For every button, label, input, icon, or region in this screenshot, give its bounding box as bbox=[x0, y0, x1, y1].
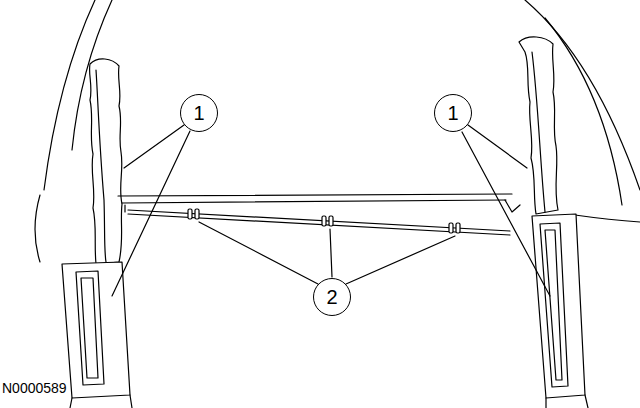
callout-circle: 1 bbox=[180, 94, 218, 132]
callout-number: 1 bbox=[193, 103, 204, 123]
figure-code: N0000589 bbox=[2, 380, 67, 396]
callout-circle: 2 bbox=[313, 278, 351, 316]
callout-number: 2 bbox=[326, 287, 337, 307]
callout-number: 1 bbox=[447, 103, 458, 123]
callout-circle: 1 bbox=[434, 94, 472, 132]
